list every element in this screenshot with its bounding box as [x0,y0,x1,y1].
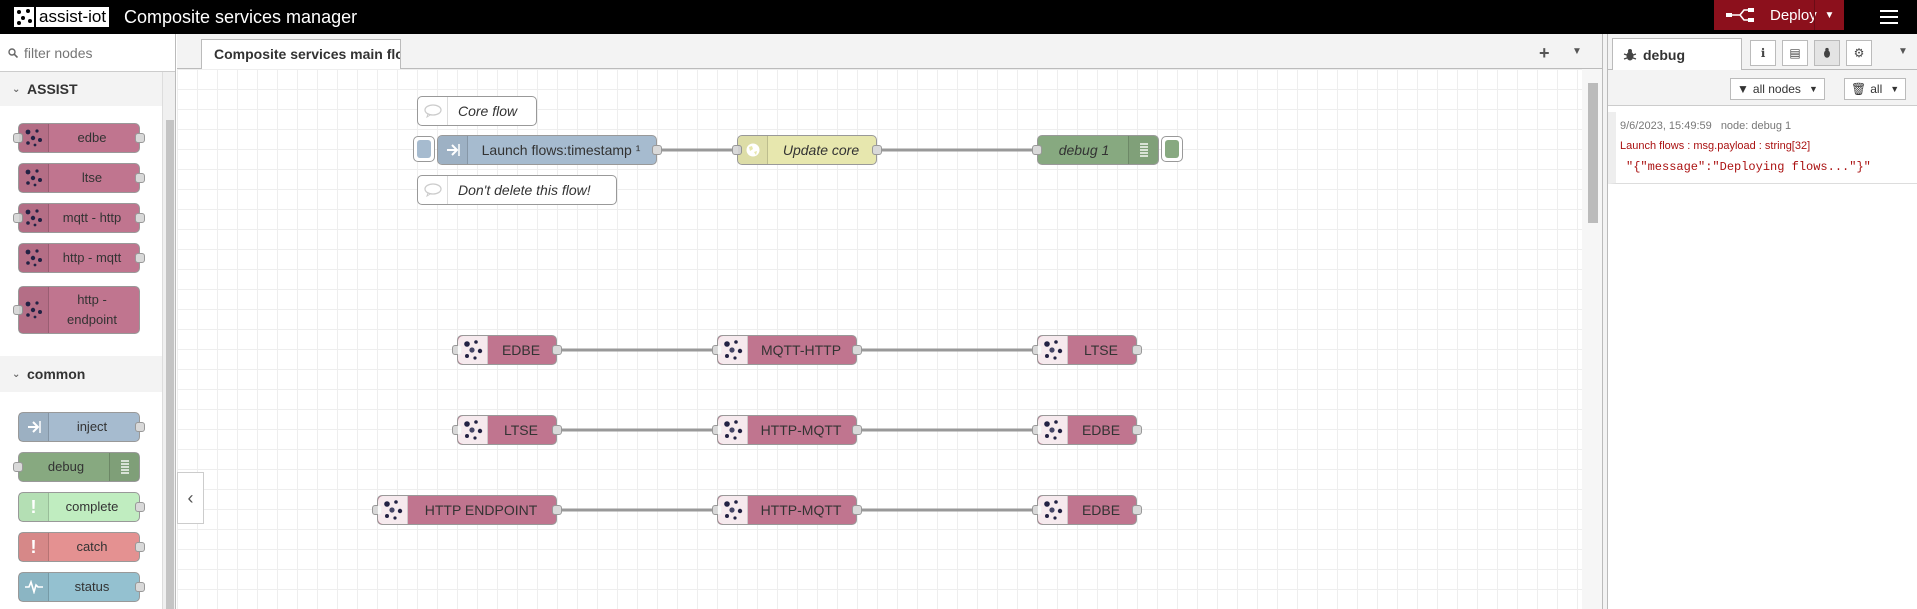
info-icon[interactable]: ℹ [1750,40,1776,66]
logo-text: assist-iot [36,7,110,27]
logo-icon [14,7,34,27]
exclamation-icon: ! [19,493,49,521]
workspace-tabbar: Composite services main flow + ▼ [177,34,1602,69]
app-header: assist-iot Composite services manager De… [0,0,1917,34]
debug-bug-icon[interactable] [1814,40,1840,66]
function-node-update-core[interactable]: Update core [732,135,882,165]
bug-icon [1623,48,1637,60]
add-flow-icon[interactable]: + [1539,43,1550,63]
assist-node-http-endpoint[interactable]: HTTP ENDPOINT [372,495,562,525]
flow-wires [557,148,1039,512]
inject-node-launch-flows[interactable]: Launch flows:timestamp ¹ [437,135,662,165]
sidebar: debug ℹ ▤ ⚙ ▼ ▼ all nodes ▼ 🗑 all ▼ 9/6/… [1608,34,1917,609]
comment-node[interactable]: Don't delete this flow! [417,175,617,205]
assist-node-ltse[interactable]: LTSE [1032,335,1142,365]
clear-all-button[interactable]: 🗑 all ▼ [1844,78,1907,100]
assist-node-edbe[interactable]: EDBE [1032,415,1142,445]
palette-node-catch[interactable]: ! catch [18,532,145,562]
debug-message-payload[interactable]: "{"message":"Deploying flows..."}" [1626,160,1871,174]
assist-node-icon [458,336,488,364]
chevron-down-icon: ⌄ [12,368,21,380]
assist-node-edbe[interactable]: EDBE [1032,495,1142,525]
chevron-down-icon: ⌄ [12,83,21,95]
caret-down-icon: ▼ [1890,84,1900,94]
assist-node-icon [718,496,748,524]
palette-node-http-endpoint[interactable]: http - endpoint [13,286,140,334]
debug-toolbar: ▼ all nodes ▼ 🗑 all ▼ [1608,70,1917,106]
palette-node-status[interactable]: status [18,572,145,602]
globe-icon [738,136,768,164]
assist-node-http-mqtt[interactable]: HTTP-MQTT [712,415,862,445]
deploy-button[interactable]: Deploy ▼ [1714,0,1844,30]
assist-node-icon [19,287,49,333]
tab-composite-services-main-flow[interactable]: Composite services main flow [201,39,401,69]
inject-trigger-button[interactable] [413,136,435,162]
debug-node-debug-1[interactable]: debug 1 [1032,135,1159,165]
assist-node-icon [19,124,49,152]
assist-node-edbe[interactable]: EDBE [452,335,562,365]
sidebar-resize-handle[interactable] [1602,34,1608,609]
debug-message[interactable]: 9/6/2023, 15:49:59 node: debug 1 Launch … [1608,112,1917,184]
palette-node-mqtt-http[interactable]: mqtt - http [13,203,145,233]
assist-node-icon [19,204,49,232]
assist-node-icon [1038,496,1068,524]
palette-node-ltse[interactable]: ltse [18,163,145,193]
sidebar-menu-caret-icon[interactable]: ▼ [1898,46,1908,57]
debug-message-timestamp: 9/6/2023, 15:49:59 [1620,120,1712,132]
deploy-menu-caret-icon[interactable]: ▼ [1814,0,1844,30]
palette-node-edbe[interactable]: edbe [13,123,145,153]
debug-message-node[interactable]: node: debug 1 [1720,120,1792,132]
speech-bubble-icon [418,176,448,204]
palette-category-common[interactable]: ⌄ common [0,356,162,392]
deploy-icon [1726,8,1754,22]
speech-bubble-icon [418,97,448,125]
palette-node-complete[interactable]: ! complete [18,492,145,522]
filter-nodes-input[interactable] [24,44,164,61]
assist-node-mqtt-http[interactable]: MQTT-HTTP [712,335,862,365]
pulse-icon [19,573,49,601]
flow-canvas[interactable]: Core flow Don't delete this flow! Launch… [177,69,1582,609]
flow-list-caret-icon[interactable]: ▼ [1572,46,1582,57]
caret-down-icon: ▼ [1808,84,1818,94]
palette-node-debug[interactable]: debug [13,452,140,482]
assist-node-icon [718,336,748,364]
assist-node-icon [1038,336,1068,364]
main-menu-icon[interactable] [1874,2,1904,32]
trash-icon: 🗑 [1851,82,1867,96]
inject-arrow-icon [438,136,468,164]
palette-filter [0,34,175,72]
debug-message-topic: Launch flows : msg.payload : string[32] [1620,140,1811,152]
inject-arrow-icon [19,413,49,441]
palette-node-inject[interactable]: inject [18,412,145,442]
exclamation-icon: ! [19,533,49,561]
debug-toggle-button[interactable] [1161,136,1183,162]
filter-icon: ▼ [1737,82,1749,96]
assist-node-icon [1038,416,1068,444]
app-title: Composite services manager [124,7,358,27]
tab-debug[interactable]: debug [1612,38,1742,70]
assist-node-http-mqtt[interactable]: HTTP-MQTT [712,495,862,525]
assist-node-icon [458,416,488,444]
palette-node-http-mqtt[interactable]: http - mqtt [18,243,145,273]
filter-all-nodes-button[interactable]: ▼ all nodes ▼ [1730,78,1825,100]
assist-node-ltse[interactable]: LTSE [452,415,562,445]
palette-scrollbar[interactable] [162,72,175,609]
node-palette: ⌄ ASSIST edbe ltse mqtt - http http - mq… [0,34,176,609]
search-icon [8,47,18,58]
canvas-scrollbar[interactable] [1582,69,1602,609]
logo: assist-iot [14,6,110,28]
assist-node-icon [19,244,49,272]
help-book-icon[interactable]: ▤ [1782,40,1808,66]
comment-node[interactable]: Core flow [417,96,537,126]
assist-node-icon [19,164,49,192]
assist-node-icon [378,496,408,524]
palette-category-assist[interactable]: ⌄ ASSIST [0,72,162,106]
gear-icon[interactable]: ⚙ [1846,40,1872,66]
assist-node-icon [718,416,748,444]
debug-list-icon [1128,136,1158,164]
sidebar-tabs: debug ℹ ▤ ⚙ ▼ [1608,34,1917,70]
debug-list-icon [109,453,139,481]
deploy-label: Deploy [1770,6,1817,24]
collapse-palette-chevron-left-icon[interactable]: ‹ [177,472,204,524]
